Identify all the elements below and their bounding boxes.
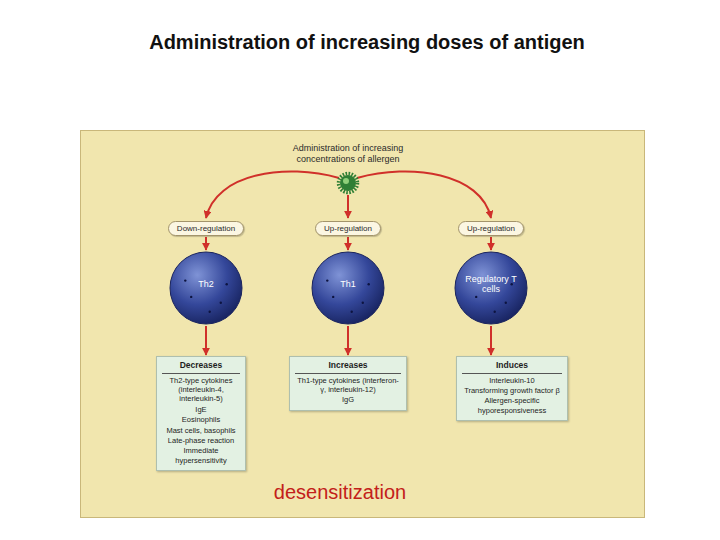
cell-speckle	[494, 310, 496, 312]
slide-title: Administration of increasing doses of an…	[14, 31, 720, 54]
effect-item: Eosinophils	[162, 415, 240, 424]
cell-speckle	[351, 310, 353, 312]
effect-item: Th2-type cytokines (interleukin-4, inter…	[162, 376, 240, 404]
effect-item: IgE	[162, 405, 240, 414]
effect-item: Mast cells, basophils	[162, 426, 240, 435]
straight-arrow	[347, 195, 349, 218]
effect-item: Th1-type cytokines (interferon-γ, interl…	[295, 376, 401, 395]
cell-speckle	[368, 283, 370, 285]
figure-panel: Administration of increasing concentrati…	[80, 130, 645, 518]
allergen-highlight	[343, 178, 349, 184]
cell-circle: Regulatory T cells	[454, 251, 528, 325]
cell-body	[455, 252, 527, 324]
box-heading: Induces	[462, 360, 562, 374]
panel-heading: Administration of increasing concentrati…	[273, 143, 423, 165]
effect-box: DecreasesTh2-type cytokines (interleukin…	[156, 356, 246, 471]
effect-item: IgG	[295, 395, 401, 404]
cell-body	[312, 252, 384, 324]
flow-arrow	[205, 237, 207, 250]
cell-speckle	[190, 296, 192, 298]
flow-arrow	[205, 326, 207, 355]
flow-arrow	[490, 237, 492, 250]
note-label: desensitization	[274, 481, 406, 504]
regulation-label: Up-regulation	[324, 223, 372, 234]
curved-arrow	[357, 171, 491, 218]
effect-item: Immediate hypersensitivity	[162, 446, 240, 465]
effect-box: InducesInterleukin-10Transforming growth…	[456, 356, 568, 421]
cell-name: Regulatory T cells	[464, 274, 518, 295]
regulation-box: Down-regulation	[168, 221, 244, 236]
box-heading: Increases	[295, 360, 401, 374]
cell-speckle	[362, 302, 364, 304]
flow-arrow	[347, 237, 349, 250]
allergen-icon	[340, 175, 356, 191]
cell-speckle	[326, 279, 328, 281]
allergen-spikes	[339, 174, 358, 193]
cell-circle: Th1	[311, 251, 385, 325]
effect-item: Late-phase reaction	[162, 436, 240, 445]
effect-item: Transforming growth factor β	[462, 386, 562, 395]
cell-speckle	[505, 302, 507, 304]
effect-box: IncreasesTh1-type cytokines (interferon-…	[289, 356, 407, 411]
flow-arrow	[490, 326, 492, 355]
regulation-label: Up-regulation	[467, 223, 515, 234]
cell-body	[170, 252, 242, 324]
flow-arrow	[347, 326, 349, 355]
regulation-box: Up-regulation	[315, 221, 381, 236]
regulation-label: Down-regulation	[177, 223, 235, 234]
cell-speckle	[332, 296, 334, 298]
cell-speckle	[220, 302, 222, 304]
cell-speckle	[209, 310, 211, 312]
effect-item: Allergen-specific hyporesponsiveness	[462, 396, 562, 415]
box-heading: Decreases	[162, 360, 240, 374]
cell-speckle	[226, 283, 228, 285]
cell-speckle	[475, 296, 477, 298]
regulation-box: Up-regulation	[458, 221, 524, 236]
cell-circle: Th2	[169, 251, 243, 325]
cell-name: Th2	[198, 279, 214, 289]
cell-speckle	[184, 279, 186, 281]
curved-arrow	[206, 171, 339, 218]
cell-name: Th1	[340, 279, 356, 289]
effect-item: Interleukin-10	[462, 376, 562, 385]
